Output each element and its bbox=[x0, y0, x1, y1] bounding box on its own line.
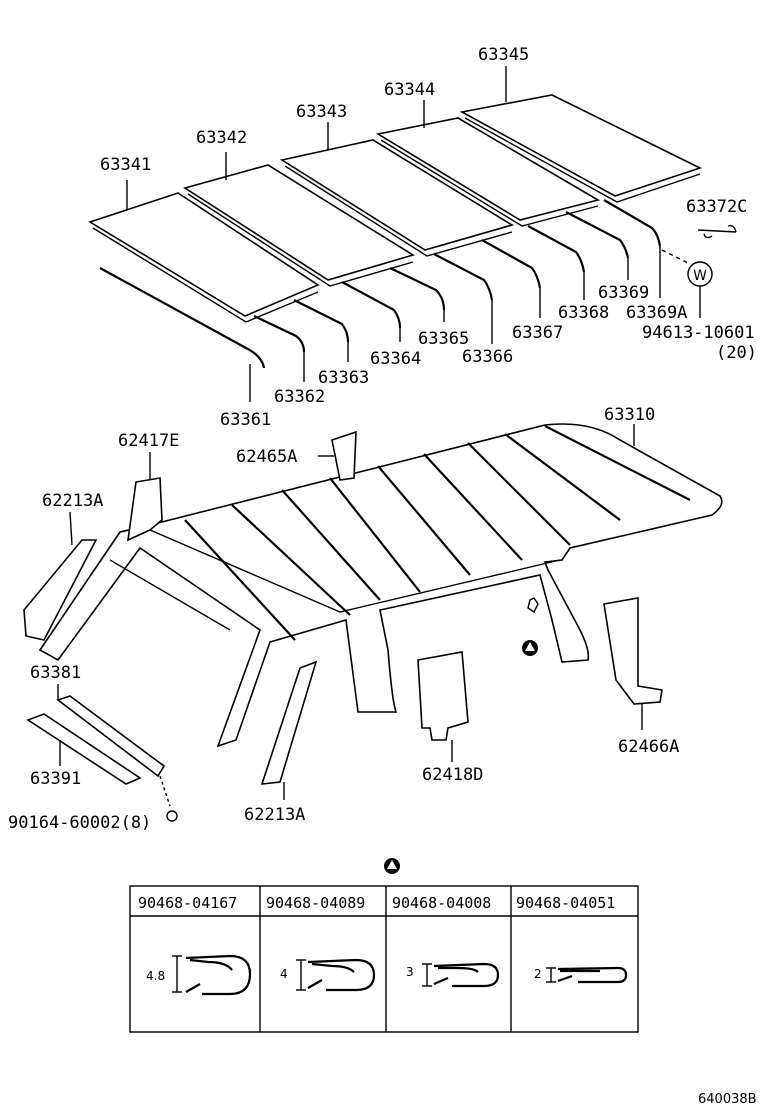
dim-label-4: 2 bbox=[534, 967, 542, 981]
table-header-3: 90468-04008 bbox=[392, 894, 491, 912]
label-63345: 63345 bbox=[478, 45, 529, 65]
label-94613: 94613-10601 bbox=[642, 323, 755, 343]
dim-label-1: 4.8 bbox=[146, 969, 165, 983]
strip-63368-shape bbox=[527, 225, 586, 273]
label-62466a: 62466A bbox=[618, 737, 679, 757]
w-marker: W bbox=[693, 268, 707, 284]
visor-63381-shape bbox=[56, 695, 166, 778]
pillar-garnishes bbox=[23, 430, 663, 800]
garnish-62417e-shape bbox=[127, 477, 163, 542]
clip-shape-4 bbox=[557, 966, 628, 984]
label-63368: 63368 bbox=[558, 303, 609, 323]
label-63369: 63369 bbox=[598, 283, 649, 303]
garnish-62466a-shape bbox=[603, 597, 663, 705]
roof-panel-63342 bbox=[183, 164, 415, 281]
label-62465a: 62465A bbox=[236, 447, 297, 467]
clip-shape-3 bbox=[433, 962, 500, 988]
label-63365: 63365 bbox=[418, 329, 469, 349]
strip-63362-shape bbox=[253, 315, 306, 353]
label-63362: 63362 bbox=[274, 387, 325, 407]
roof-panel-63344 bbox=[375, 117, 601, 221]
label-63363: 63363 bbox=[318, 368, 369, 388]
label-62417e: 62417E bbox=[118, 431, 179, 451]
garnish-62213a-lower-shape bbox=[260, 660, 318, 785]
clip-small-shape bbox=[527, 597, 539, 614]
label-94613-qty: (20) bbox=[716, 343, 757, 363]
roof-panel-edges-2 bbox=[187, 193, 414, 287]
visor-63391-shape bbox=[26, 713, 142, 785]
roof-panel-63345 bbox=[459, 94, 703, 197]
garnish-62418d-shape bbox=[417, 651, 469, 741]
label-63310: 63310 bbox=[604, 405, 655, 425]
visor-parts bbox=[26, 684, 178, 822]
table-header-1: 90468-04167 bbox=[138, 894, 237, 912]
table-header-4: 90468-04051 bbox=[516, 894, 615, 912]
garnish-62213a-upper-shape bbox=[23, 539, 98, 641]
clip-table: 90468-04167 90468-04089 90468-04008 9046… bbox=[129, 858, 639, 1033]
strip-63361-shape bbox=[99, 267, 266, 369]
w-marker-circle bbox=[687, 261, 713, 287]
label-63369a: 63369A bbox=[626, 303, 687, 323]
label-63341: 63341 bbox=[100, 155, 151, 175]
label-63344: 63344 bbox=[384, 80, 435, 100]
strip-63369a-shape bbox=[603, 199, 662, 247]
label-62418d: 62418D bbox=[422, 765, 483, 785]
drawing-code: 640038B bbox=[698, 1092, 757, 1107]
strip-63367-shape bbox=[481, 239, 542, 289]
label-63364: 63364 bbox=[370, 349, 421, 369]
label-62213a-lower: 62213A bbox=[244, 805, 305, 825]
headliner-63310-shape bbox=[38, 423, 723, 748]
leader-lines-upper bbox=[126, 66, 701, 402]
screw-90164-icon bbox=[166, 810, 178, 822]
roof-panels bbox=[88, 94, 703, 323]
label-63372c: 63372C bbox=[686, 197, 747, 217]
strip-63366-shape bbox=[433, 253, 494, 301]
strip-63364-shape bbox=[341, 281, 402, 329]
label-63381: 63381 bbox=[30, 663, 81, 683]
table-header-2: 90468-04089 bbox=[266, 894, 365, 912]
strip-63363-shape bbox=[293, 299, 350, 343]
dim-label-3: 3 bbox=[406, 965, 414, 979]
label-63366: 63366 bbox=[462, 347, 513, 367]
label-63342: 63342 bbox=[196, 128, 247, 148]
roof-panel-edges bbox=[92, 227, 319, 323]
part-labels: 63345 63344 63343 63342 63341 63372C 633… bbox=[8, 45, 757, 833]
strip-63369-shape bbox=[565, 211, 630, 259]
clip-shape-1 bbox=[185, 954, 252, 996]
clip-63372c-shape bbox=[697, 224, 737, 239]
garnish-62465a-shape bbox=[331, 430, 357, 481]
label-63361: 63361 bbox=[220, 410, 271, 430]
label-63391: 63391 bbox=[30, 769, 81, 789]
roof-panel-edges-5 bbox=[464, 117, 701, 203]
clip-shape-2 bbox=[307, 958, 376, 992]
roof-panel-63341 bbox=[88, 192, 320, 317]
roof-strips bbox=[99, 199, 737, 369]
label-63367: 63367 bbox=[512, 323, 563, 343]
label-62213a-upper: 62213A bbox=[42, 491, 103, 511]
roof-panel-edges-4 bbox=[380, 139, 599, 227]
strip-63365-shape bbox=[389, 267, 446, 311]
label-90164: 90164-60002(8) bbox=[8, 813, 151, 833]
dim-label-2: 4 bbox=[280, 967, 288, 981]
label-63343: 63343 bbox=[296, 102, 347, 122]
roof-panel-63343 bbox=[279, 139, 514, 251]
